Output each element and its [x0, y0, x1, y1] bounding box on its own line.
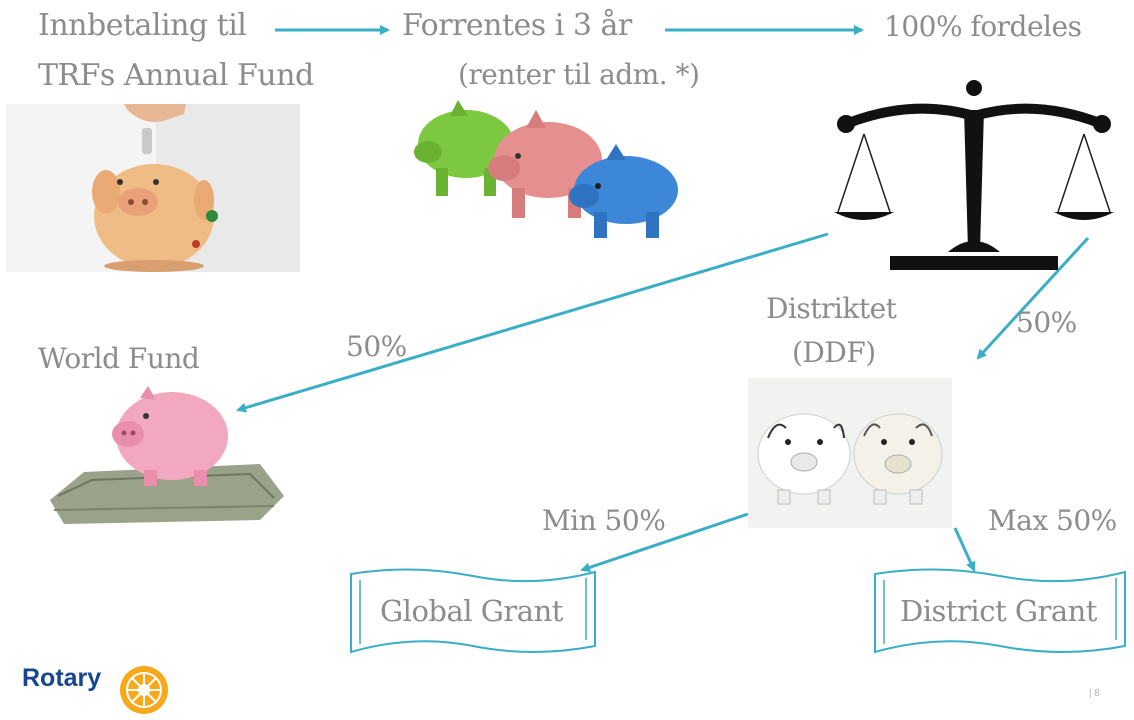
arrow-to-district	[976, 236, 1090, 360]
arrow-to-world-fund	[236, 232, 829, 413]
payment-text-line2: TRFs Annual Fund	[38, 58, 314, 93]
payment-text-line1: Innbetaling til	[38, 8, 247, 43]
global-grant-percent: Min 50%	[542, 504, 666, 537]
district-grant-banner	[874, 568, 1126, 654]
district-percent: 50%	[1016, 306, 1077, 339]
rotary-wheel-icon	[120, 666, 168, 714]
district-label-line1: Distriktet	[766, 292, 897, 325]
interest-text-line2: (renter til adm. *)	[458, 58, 700, 91]
arrow-to-global-grant	[580, 512, 749, 573]
district-grant-label: District Grant	[900, 594, 1097, 628]
district-piggies-image	[748, 378, 952, 528]
global-grant-banner	[350, 568, 596, 654]
piggy-bank-coin-image	[6, 104, 300, 272]
page-number: | 8	[1089, 688, 1100, 699]
interest-text-line1: Forrentes i 3 år	[402, 8, 632, 43]
district-label-line2: (DDF)	[792, 336, 876, 369]
arrow-to-district-grant	[953, 527, 976, 572]
balance-scale-icon	[834, 80, 1114, 270]
district-grant-percent: Max 50%	[988, 504, 1117, 537]
world-fund-label: World Fund	[38, 342, 200, 375]
global-grant-label: Global Grant	[380, 594, 563, 628]
distribution-text: 100% fordeles	[884, 10, 1082, 43]
colored-pigs-image	[414, 100, 678, 238]
world-fund-percent: 50%	[346, 330, 407, 363]
world-fund-piggy-image	[50, 386, 284, 524]
rotary-wordmark: Rotary	[22, 664, 102, 692]
